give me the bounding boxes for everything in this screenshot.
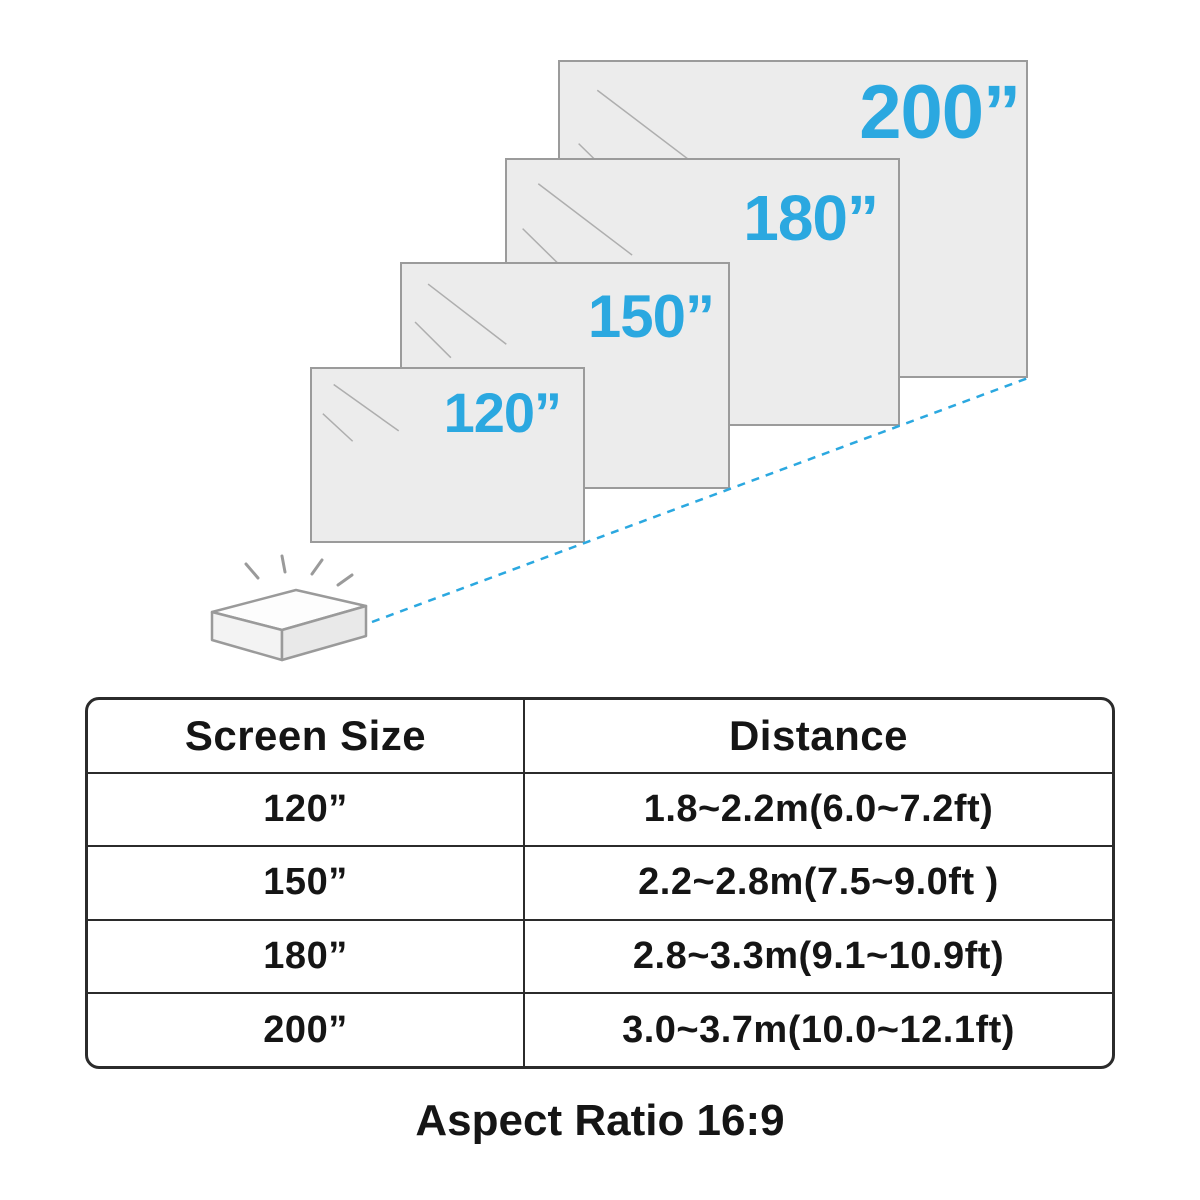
table-header-row: Screen Size Distance [88, 700, 1112, 772]
cell-distance: 3.0~3.7m(10.0~12.1ft) [523, 994, 1112, 1066]
screen-size-label-120: 120” [443, 381, 562, 444]
screen-size-label-180: 180” [743, 182, 879, 254]
screen-120: 120” [310, 367, 585, 543]
projector-icon [210, 588, 368, 662]
table-row: 150” 2.2~2.8m(7.5~9.0ft ) [88, 845, 1112, 919]
table-row: 120” 1.8~2.2m(6.0~7.2ft) [88, 771, 1112, 846]
cell-distance: 1.8~2.2m(6.0~7.2ft) [523, 773, 1112, 846]
cell-screen-size: 150” [263, 861, 348, 904]
screen-glare-icon [402, 264, 728, 487]
table-header-distance: Distance [523, 700, 1112, 772]
table-row: 200” 3.0~3.7m(10.0~12.1ft) [88, 992, 1112, 1066]
cell-distance: 2.2~2.8m(7.5~9.0ft ) [523, 847, 1112, 919]
cell-screen-size: 200” [263, 1008, 348, 1051]
light-rays-icon [244, 554, 354, 587]
aspect-ratio-caption: Aspect Ratio 16:9 [415, 1096, 785, 1145]
cell-screen-size: 120” [263, 787, 348, 830]
cell-distance: 2.8~3.3m(9.1~10.9ft) [523, 920, 1112, 993]
table-header-screen-size: Screen Size [184, 711, 427, 759]
table-row: 180” 2.8~3.3m(9.1~10.9ft) [88, 918, 1112, 993]
screen-size-label-200: 200” [859, 70, 1021, 155]
distance-table: Screen Size Distance 120” 1.8~2.2m(6.0~7… [85, 697, 1115, 1069]
screen-size-label-150: 150” [587, 283, 715, 350]
cell-screen-size: 180” [263, 935, 348, 978]
